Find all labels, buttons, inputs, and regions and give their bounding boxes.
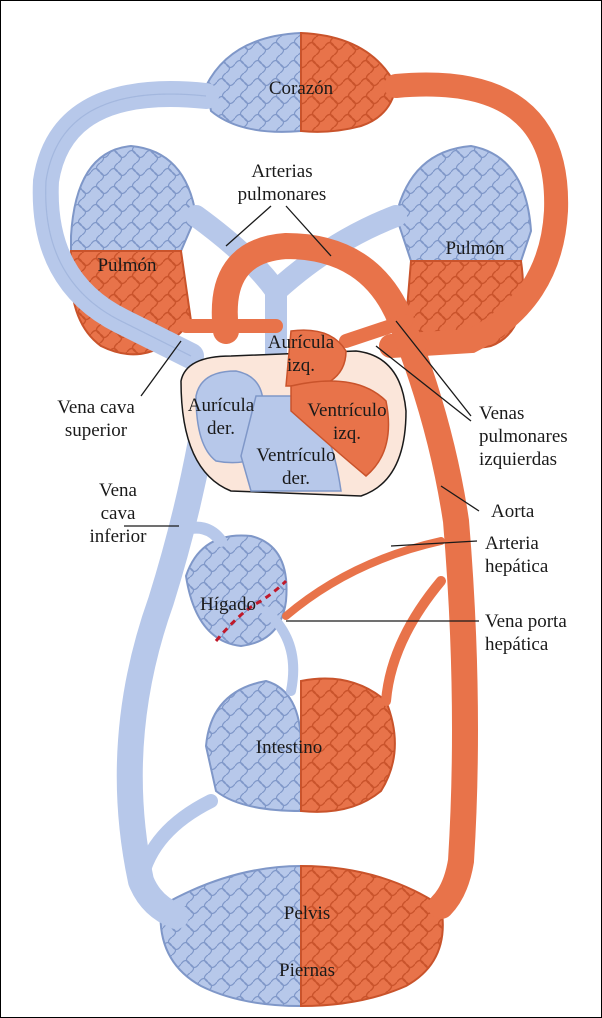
label-intestino: Intestino [256, 737, 323, 758]
label-ventriculo-izq-line2: izq. [333, 423, 361, 444]
label-vena-cava-inferior-line1: Vena [99, 480, 138, 501]
label-venas-pulmonares-line2: pulmonares [479, 426, 568, 447]
label-vena-porta-line1: Vena porta [485, 611, 567, 632]
label-pulmon-right: Pulmón [445, 238, 505, 259]
label-vena-cava-inferior-line3: inferior [90, 526, 148, 547]
label-ventriculo-izq-line1: Ventrículo [307, 400, 386, 421]
label-venas-pulmonares-line1: Venas [479, 403, 524, 424]
label-ventriculo-der-line1: Ventrículo [256, 445, 335, 466]
lower-body-capillary-bed [161, 866, 443, 1006]
label-vena-cava-superior-line1: Vena cava [57, 397, 135, 418]
label-ventriculo-der-line2: der. [282, 468, 310, 489]
label-arterias-line2: pulmonares [238, 184, 327, 205]
label-pelvis: Pelvis [284, 903, 330, 924]
label-arteria-hepatica-line1: Arteria [485, 533, 539, 554]
label-piernas: Piernas [279, 960, 335, 981]
mesenteric-artery [386, 581, 441, 701]
inferior-vena-cava [130, 441, 201, 916]
label-corazon: Corazón [269, 78, 334, 99]
label-auricula-izq-line2: izq. [287, 355, 315, 376]
label-aorta: Aorta [491, 501, 535, 522]
label-higado: Hígado [200, 594, 256, 615]
label-auricula-der-line2: der. [207, 418, 235, 439]
intestine-return-vein [141, 801, 211, 881]
label-vena-porta-line2: hepática [485, 634, 549, 655]
label-arterias-line1: Arterias [251, 161, 312, 182]
label-venas-pulmonares-line3: izquierdas [479, 449, 557, 470]
label-vena-cava-superior-line2: superior [65, 420, 128, 441]
label-vena-cava-inferior-line2: cava [101, 503, 136, 524]
label-auricula-izq-line1: Aurícula [268, 332, 335, 353]
label-arteria-hepatica-line2: hepática [485, 556, 549, 577]
liver-capillary-bed [186, 536, 287, 647]
label-auricula-der-line1: Aurícula [188, 395, 255, 416]
label-pulmon-left: Pulmón [97, 255, 157, 276]
